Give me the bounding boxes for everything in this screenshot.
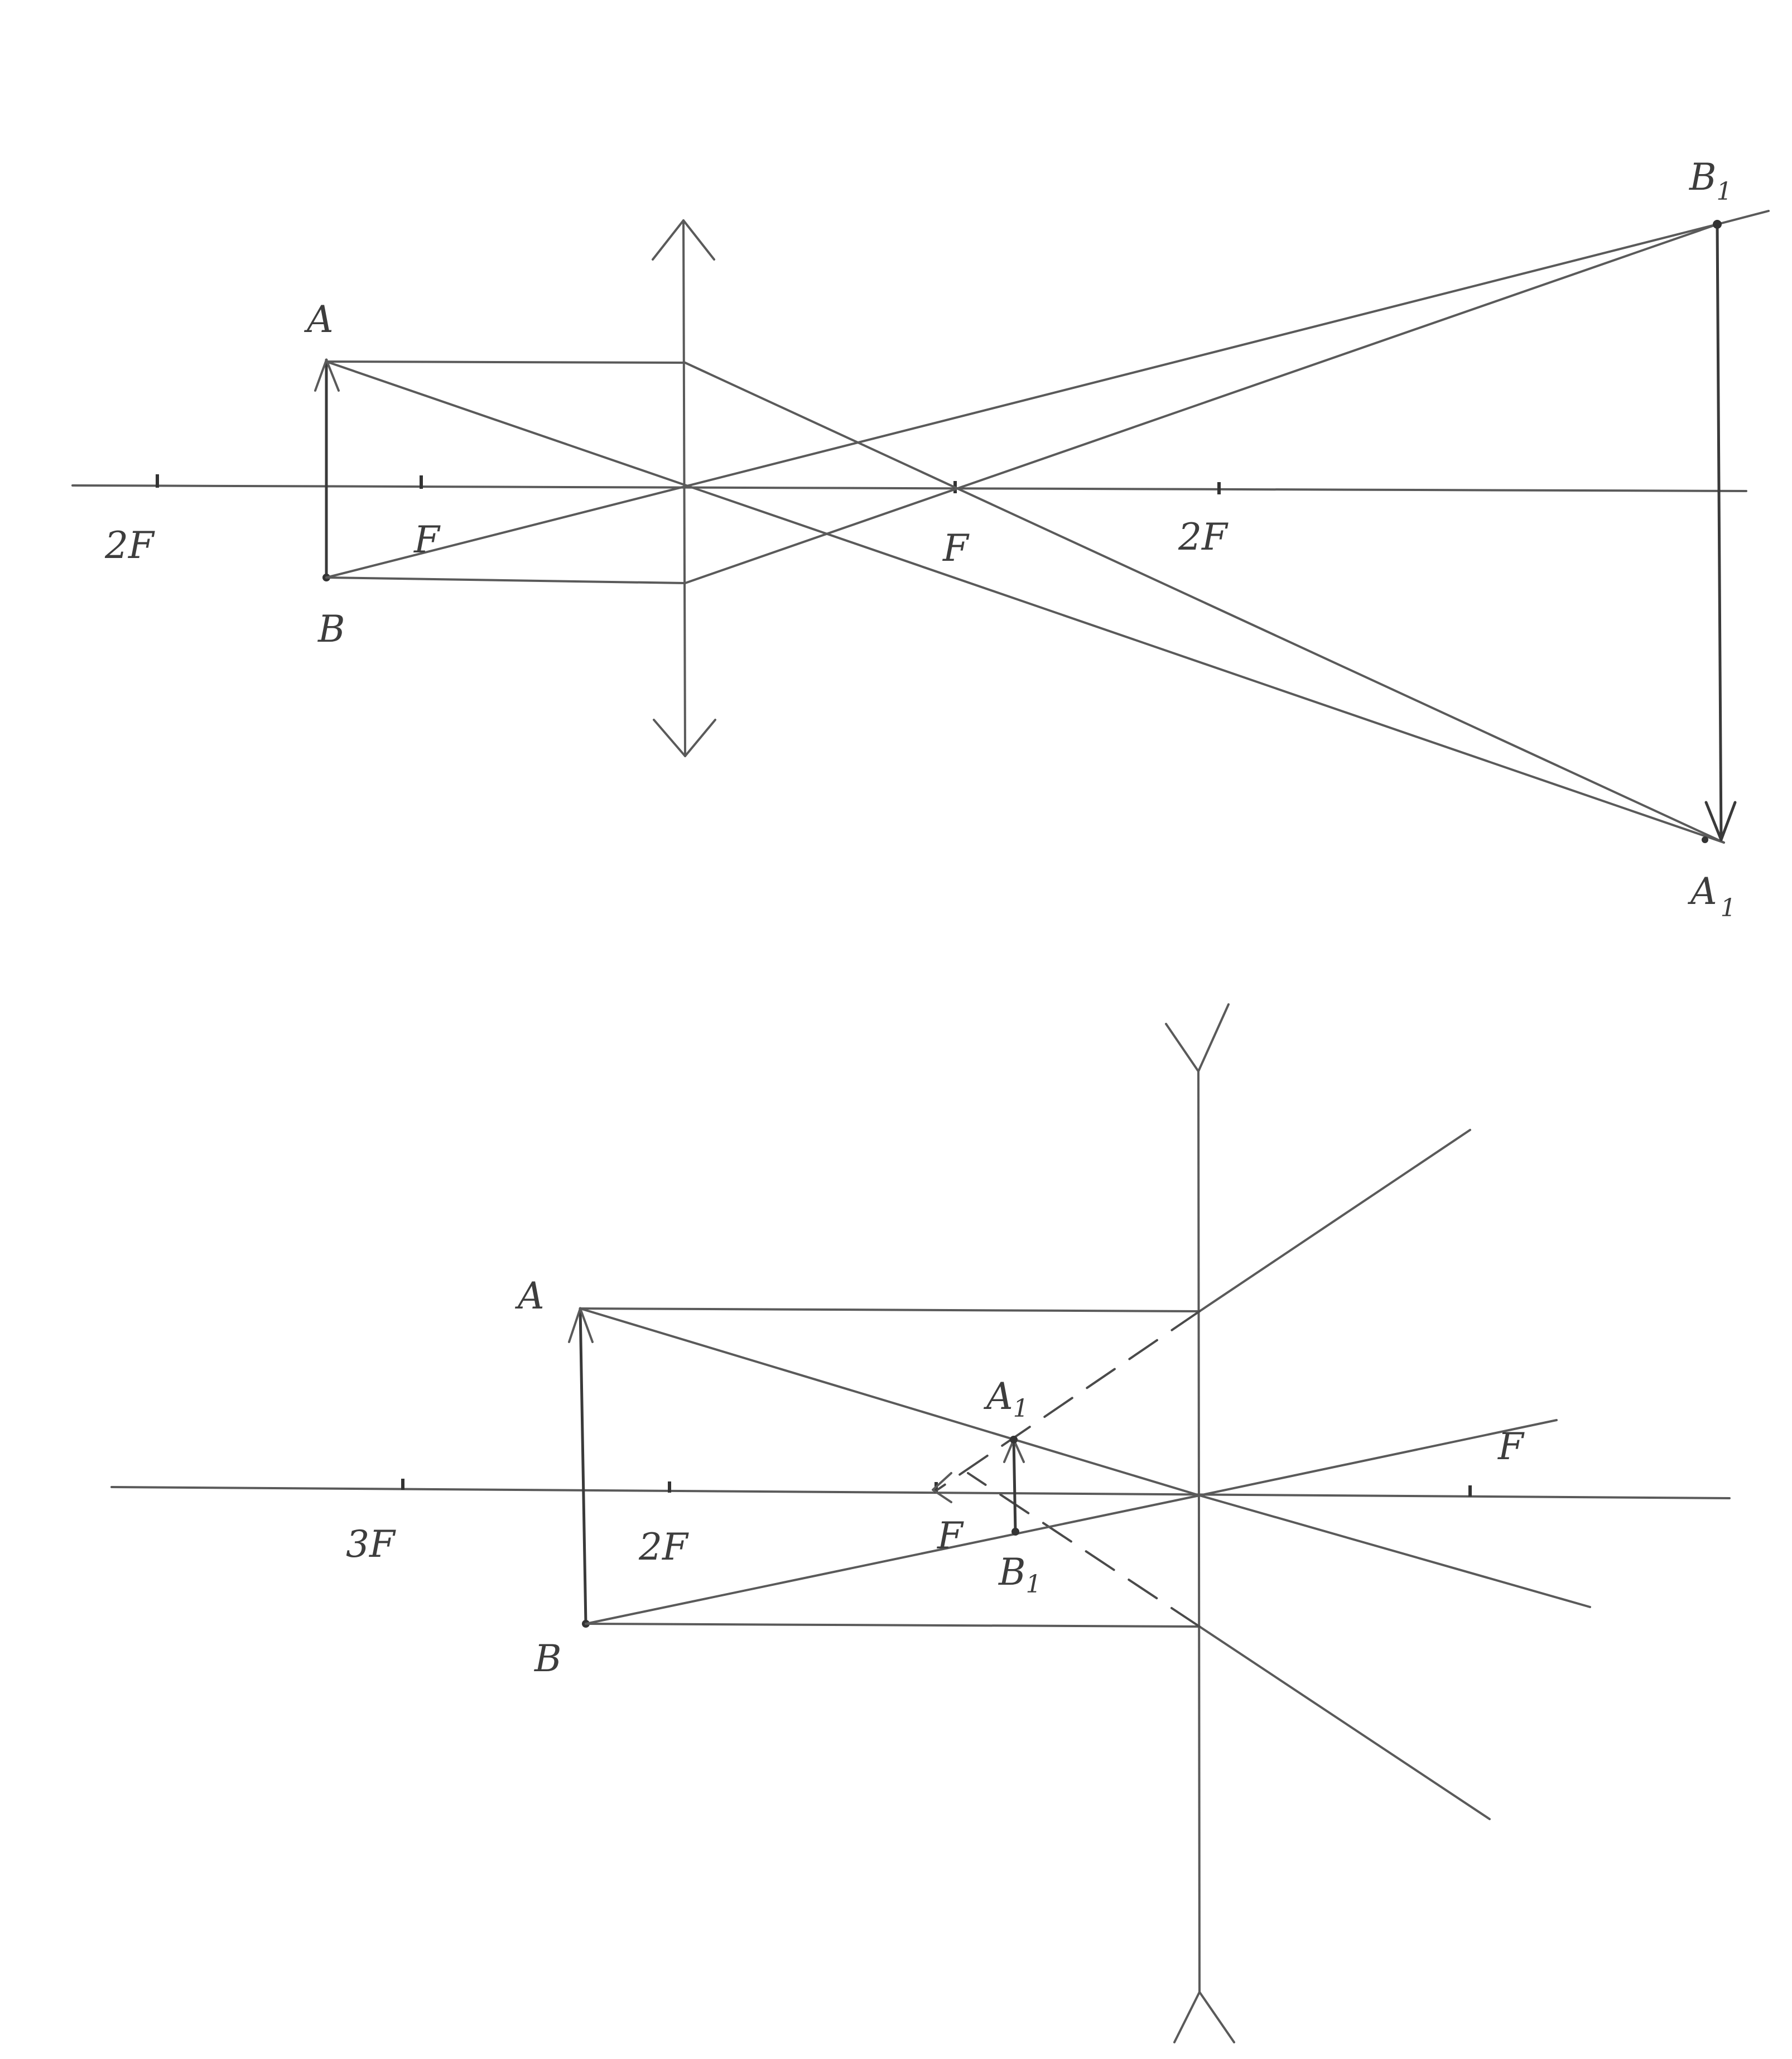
label-f-left-top: F xyxy=(413,518,441,561)
label-a1-bottom: A1 xyxy=(983,1375,1029,1423)
rays-top xyxy=(325,210,1770,844)
image-arrow-bottom xyxy=(1003,1436,1025,1536)
object-arrow-top xyxy=(314,358,340,581)
label-f-right-bottom: F xyxy=(1497,1425,1525,1468)
diverging-lens-diagram: A B 3F 2F F F A1 B1 xyxy=(110,1003,1731,2043)
label-a-top: A xyxy=(304,298,334,341)
optical-axis-top xyxy=(71,484,1747,492)
label-2f-bottom: 2F xyxy=(638,1526,689,1569)
label-b-bottom: B xyxy=(534,1637,562,1680)
label-b1-bottom: B1 xyxy=(998,1551,1042,1599)
label-3f-bottom: 3F xyxy=(346,1523,396,1566)
label-a-bottom: A xyxy=(514,1274,545,1317)
image-arrow-top xyxy=(1702,220,1737,843)
rays-bottom xyxy=(579,1129,1591,1820)
label-2f-left-top: 2F xyxy=(104,524,155,567)
label-f-left-bottom: F xyxy=(937,1514,964,1557)
label-b-top: B xyxy=(317,608,345,651)
converging-lens xyxy=(652,219,716,757)
label-f-right-top: F xyxy=(942,527,970,570)
label-b1-top: B1 xyxy=(1689,156,1732,206)
optical-axis-bottom xyxy=(110,1486,1731,1499)
diverging-lens xyxy=(1165,1003,1235,2043)
object-arrow-bottom xyxy=(568,1307,594,1628)
label-2f-right-top: 2F xyxy=(1178,516,1229,559)
